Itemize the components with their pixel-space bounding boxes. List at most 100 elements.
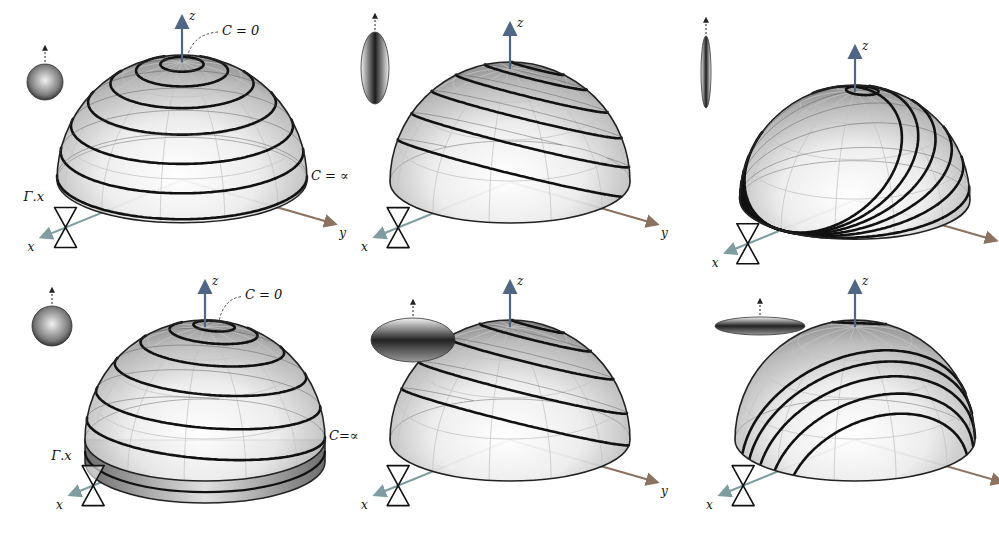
ellipsoid-icon (715, 317, 805, 335)
orientation-arrow (413, 300, 414, 316)
orientation-arrow (760, 299, 761, 315)
grid-meridian (102, 58, 218, 213)
ellipsoid-icon (371, 318, 455, 362)
axis-label: z (189, 9, 195, 24)
contour-label: C = ∝ (311, 168, 349, 183)
level-curve (943, 187, 970, 218)
level-curve (297, 437, 325, 455)
level-curve (607, 158, 629, 167)
level-curve (71, 119, 267, 164)
level-curve (480, 324, 590, 351)
level-curve (57, 134, 307, 177)
level-curve (117, 345, 304, 373)
axis-label: z (862, 39, 868, 54)
level-curve (398, 139, 605, 194)
level-curve (170, 322, 248, 344)
hemisphere-dome (390, 62, 630, 223)
level-curve (745, 86, 902, 232)
level-curve (762, 93, 812, 132)
axis-label: x (706, 498, 713, 513)
level-curve (412, 113, 606, 165)
hemisphere-dome (57, 55, 307, 223)
axis-label: x (361, 498, 368, 513)
level-curve (742, 100, 936, 234)
level-curve (294, 406, 320, 424)
contour-label: C=∝ (329, 428, 359, 443)
axis-label: z (517, 16, 523, 31)
level-curve (743, 86, 918, 233)
level-curve (761, 90, 912, 140)
contour-label: C = 0 (222, 23, 259, 38)
axis-label: x (712, 256, 719, 271)
level-curve (402, 389, 606, 443)
z-axis (204, 282, 206, 327)
bowtie-symbol (387, 466, 409, 506)
leader-line (187, 32, 218, 59)
level-curve (96, 387, 294, 429)
hemisphere-dome (735, 320, 975, 481)
level-curve (146, 328, 281, 346)
bowtie-symbol (82, 466, 104, 506)
level-curve (513, 62, 564, 75)
dome-outline (735, 320, 975, 481)
grid-meridian (495, 321, 552, 479)
axis-label: z (862, 274, 868, 289)
bowtie-symbol (387, 208, 409, 248)
symbol-label: Γ.x (23, 189, 43, 204)
z-axis (854, 282, 856, 327)
grid-meridian (489, 320, 517, 480)
axis-label: y (339, 226, 346, 241)
level-curve (115, 358, 284, 396)
axis-label: y (661, 484, 668, 499)
axis-label: x (27, 240, 34, 255)
z-axis (854, 47, 856, 92)
grid-meridian (160, 55, 189, 222)
level-curve (57, 176, 278, 220)
level-curve (741, 123, 962, 189)
level-curve (606, 443, 629, 446)
bowtie-symbol (732, 466, 754, 506)
orientation-arrow (45, 46, 46, 62)
level-curve (61, 148, 275, 193)
dome-outline (390, 62, 630, 223)
ellipsoid-icon (701, 36, 711, 108)
grid-meridian (835, 85, 862, 239)
level-curve (412, 113, 563, 145)
level-curve (73, 88, 291, 120)
z-axis (509, 282, 511, 327)
grid-latitude (398, 137, 596, 181)
z-axis (509, 24, 511, 69)
axis-label: x (361, 240, 368, 255)
level-curve (447, 338, 613, 379)
bowtie-symbol (737, 224, 759, 264)
level-curve (605, 411, 627, 414)
level-curve (87, 418, 298, 461)
level-curve (750, 362, 972, 459)
dome-outline (57, 55, 307, 223)
level-curve (87, 397, 219, 418)
ellipsoid-icon (361, 32, 389, 104)
level-curve (447, 338, 596, 378)
axis-label: z (517, 274, 523, 289)
ellipsoid-icon (27, 64, 63, 100)
orientation-arrow (375, 14, 376, 30)
level-curve (97, 370, 320, 407)
grid-meridian (840, 321, 897, 479)
level-curve (485, 65, 576, 89)
axis-label: x (56, 498, 63, 513)
level-curve (275, 149, 303, 179)
symbol-label: Γ.x (51, 448, 71, 463)
orientation-arrow (52, 288, 53, 304)
level-curve (485, 65, 586, 90)
level-curve (740, 147, 969, 196)
level-curve (606, 165, 629, 168)
leader-line (219, 297, 241, 321)
level-curve (846, 86, 878, 95)
grid-latitude (65, 133, 272, 179)
axis-label: y (661, 226, 668, 241)
level-curve (794, 414, 967, 475)
level-curve (254, 93, 276, 124)
level-curve (267, 120, 293, 151)
level-curve (605, 194, 622, 197)
